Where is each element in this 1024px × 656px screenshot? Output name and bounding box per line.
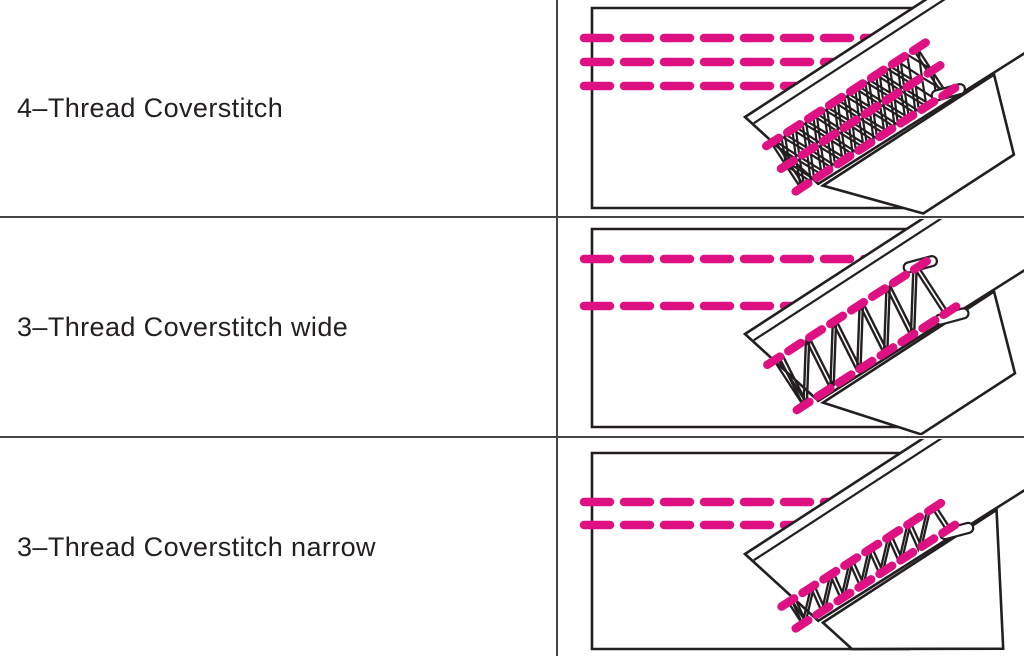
figure-cell-3-thread-wide xyxy=(560,219,1024,435)
row-label-4-thread: 4–Thread Coverstitch xyxy=(17,93,284,123)
label-cell-4-thread: 4–Thread Coverstitch xyxy=(0,0,540,217)
label-cell-3-thread-narrow: 3–Thread Coverstitch narrow xyxy=(0,439,540,656)
stitch-diagram-3-thread-narrow xyxy=(579,439,1024,651)
label-cell-3-thread-wide: 3–Thread Coverstitch wide xyxy=(0,219,540,435)
row-divider xyxy=(0,436,1024,438)
row-divider xyxy=(0,216,1024,218)
row-3-thread-coverstitch-wide: 3–Thread Coverstitch wide xyxy=(0,219,1024,435)
column-divider xyxy=(556,0,558,656)
row-label-3-thread-wide: 3–Thread Coverstitch wide xyxy=(17,311,349,342)
stitch-diagram-4-thread xyxy=(579,0,1024,215)
row-4-thread-coverstitch: 4–Thread Coverstitch xyxy=(0,0,1024,217)
figure-cell-3-thread-narrow xyxy=(560,439,1024,656)
row-label-3-thread-narrow: 3–Thread Coverstitch narrow xyxy=(17,532,376,562)
row-3-thread-coverstitch-narrow: 3–Thread Coverstitch narrow xyxy=(0,439,1024,656)
stitch-diagram-3-thread-wide xyxy=(579,219,1024,435)
figure-cell-4-thread xyxy=(560,0,1024,217)
